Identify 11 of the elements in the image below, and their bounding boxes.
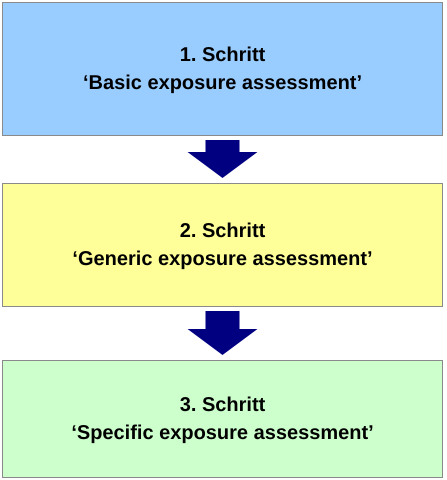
step-heading: 2. Schritt: [180, 219, 266, 244]
process-box: [2, 183, 443, 307]
step-heading: 1. Schritt: [180, 43, 266, 68]
process-box: [2, 2, 443, 136]
process-box: [2, 360, 443, 478]
step-title: ‘Generic exposure assessment’: [72, 247, 373, 272]
block-arrow: [188, 311, 258, 355]
step-heading: 3. Schritt: [180, 393, 266, 418]
block-arrow: [188, 140, 258, 178]
step-title: ‘Specific exposure assessment’: [71, 421, 374, 446]
step-title: ‘Basic exposure assessment’: [82, 71, 362, 96]
